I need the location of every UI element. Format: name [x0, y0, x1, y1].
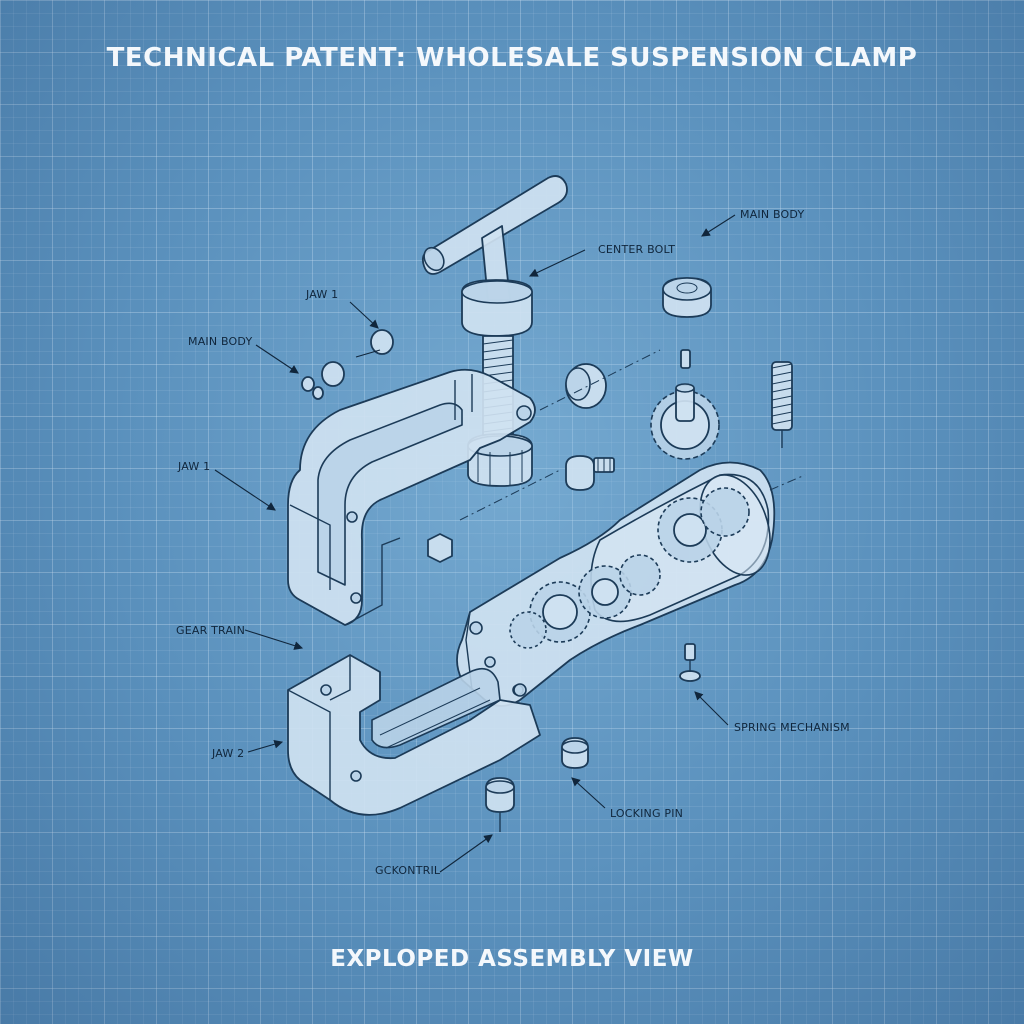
spur-gear-part: [650, 349, 720, 460]
upper-jaw-frame: [287, 368, 536, 626]
label-gear-train: GEAR TRAIN: [176, 624, 246, 637]
label-bottom: GCKONTRIL: [375, 864, 441, 877]
label-main-body-left: MAIN BODY: [188, 335, 253, 348]
lower-jaw: [287, 654, 541, 816]
diagram-title: TECHNICAL PATENT: WHOLESALE SUSPENSION C…: [106, 43, 918, 73]
pin-right: [679, 643, 701, 682]
view-caption: EXPLOPED ASSEMBLY VIEW: [330, 946, 694, 972]
label-locking-pin: LOCKING PIN: [610, 807, 684, 820]
locking-pin-part: [561, 737, 589, 769]
cap-bushing: [565, 363, 607, 409]
label-jaw-1-top: JAW 1: [306, 288, 339, 301]
label-jaw-1-left: JAW 1: [178, 460, 211, 473]
leader-lines: [214, 214, 736, 873]
gear-train: [509, 487, 750, 649]
label-center-bolt: CENTER BOLT: [598, 243, 676, 256]
bottom-nut: [485, 777, 515, 832]
cap-screw: [565, 455, 615, 491]
explosion-axes: [459, 349, 806, 521]
washers-left: [301, 329, 394, 400]
spring-coil: [771, 361, 793, 448]
small-nut-left: [427, 533, 453, 563]
hex-nut-top-right: [662, 277, 712, 318]
label-jaw-2: JAW 2: [212, 747, 245, 760]
label-main-body-top: MAIN BODY: [740, 208, 805, 221]
label-spring-mechanism: SPRING MECHANISM: [734, 721, 850, 734]
